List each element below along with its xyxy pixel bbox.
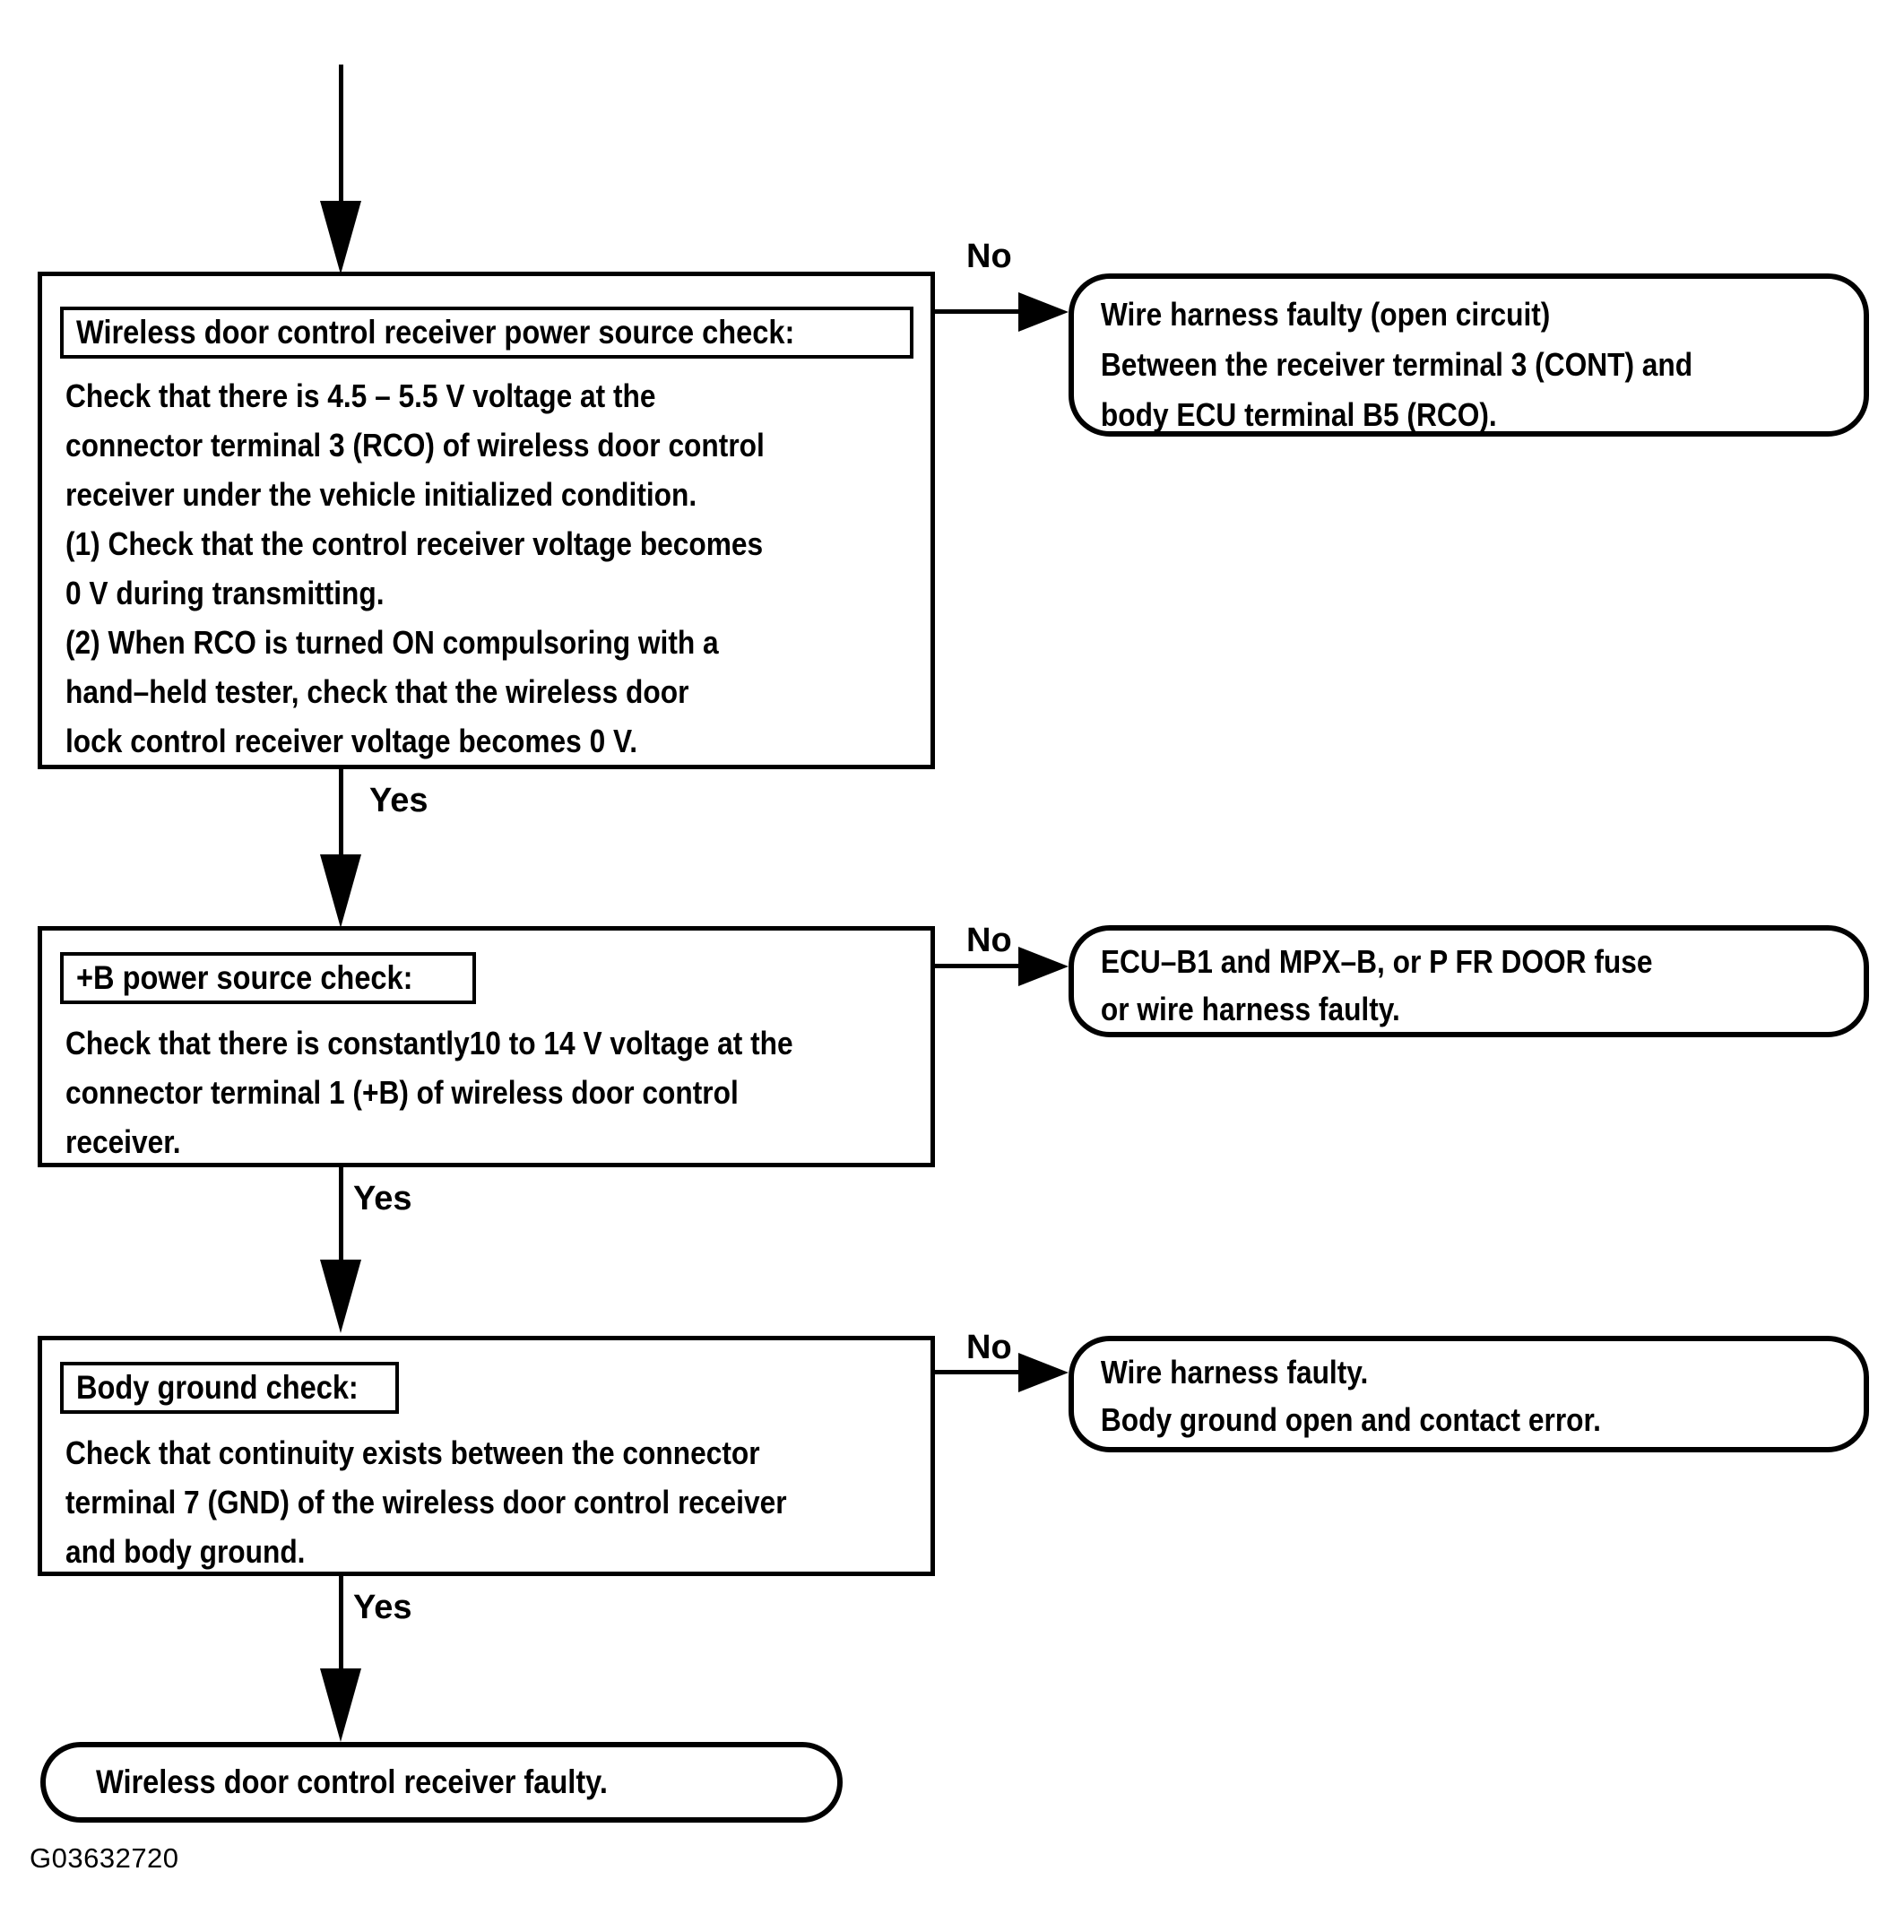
step1-description: Check that there is 4.5 – 5.5 V voltage … xyxy=(65,371,765,766)
arrow-down-icon xyxy=(320,1668,361,1742)
step3-title-box: Body ground check: xyxy=(60,1362,399,1414)
step3-line: and body ground. xyxy=(65,1533,306,1570)
step3-title: Body ground check: xyxy=(76,1369,359,1406)
arrow-down-icon xyxy=(320,854,361,928)
step2-box: +B power source check: Check that there … xyxy=(38,926,935,1167)
connector-line xyxy=(935,964,1025,968)
arrow-right-icon xyxy=(1018,947,1069,986)
step2-line: receiver. xyxy=(65,1123,181,1160)
arrow-down-icon xyxy=(320,201,361,274)
no-label: No xyxy=(966,922,1012,959)
step1-no-result-box: Wire harness faulty (open circuit) Betwe… xyxy=(1069,273,1869,437)
step2-description: Check that there is constantly10 to 14 V… xyxy=(65,1018,793,1166)
step1-line: (1) Check that the control receiver volt… xyxy=(65,525,764,562)
result-line: body ECU terminal B5 (RCO). xyxy=(1100,396,1497,433)
step3-description: Check that continuity exists between the… xyxy=(65,1428,787,1576)
step1-line: 0 V during transmitting. xyxy=(65,575,385,611)
connector-line xyxy=(339,769,343,859)
connector-line xyxy=(339,1576,343,1673)
yes-label: Yes xyxy=(369,782,428,819)
step1-line: hand–held tester, check that the wireles… xyxy=(65,673,689,710)
step3-no-result-box: Wire harness faulty. Body ground open an… xyxy=(1069,1336,1869,1452)
arrow-right-icon xyxy=(1018,1353,1069,1392)
yes-label: Yes xyxy=(353,1180,412,1217)
step2-title: +B power source check: xyxy=(76,959,413,996)
step3-line: Check that continuity exists between the… xyxy=(65,1434,760,1471)
entry-connector-line xyxy=(339,65,343,206)
result-line: Wire harness faulty. xyxy=(1100,1354,1369,1391)
no-label: No xyxy=(966,1329,1012,1366)
step1-title-box: Wireless door control receiver power sou… xyxy=(60,307,913,359)
step1-title: Wireless door control receiver power sou… xyxy=(76,314,795,351)
result-line: or wire harness faulty. xyxy=(1100,991,1400,1027)
step1-line: lock control receiver voltage becomes 0 … xyxy=(65,723,638,759)
result-line: Between the receiver terminal 3 (CONT) a… xyxy=(1100,346,1693,383)
yes-label: Yes xyxy=(353,1589,412,1626)
result-line: Wire harness faulty (open circuit) xyxy=(1100,296,1551,333)
step2-title-box: +B power source check: xyxy=(60,952,476,1004)
connector-line xyxy=(935,1370,1025,1374)
step2-no-result-box: ECU–B1 and MPX–B, or P FR DOOR fuse or w… xyxy=(1069,925,1869,1037)
arrow-right-icon xyxy=(1018,292,1069,332)
step1-box: Wireless door control receiver power sou… xyxy=(38,272,935,769)
end-result-box: Wireless door control receiver faulty. xyxy=(40,1742,843,1823)
step1-line: Check that there is 4.5 – 5.5 V voltage … xyxy=(65,377,656,414)
end-result-text: Wireless door control receiver faulty. xyxy=(96,1763,608,1800)
result-line: ECU–B1 and MPX–B, or P FR DOOR fuse xyxy=(1100,943,1653,980)
connector-line xyxy=(935,309,1025,314)
step1-line: connector terminal 3 (RCO) of wireless d… xyxy=(65,427,765,464)
step1-line: (2) When RCO is turned ON compulsoring w… xyxy=(65,624,719,661)
connector-line xyxy=(339,1167,343,1264)
result-line: Body ground open and contact error. xyxy=(1100,1401,1601,1438)
step3-box: Body ground check: Check that continuity… xyxy=(38,1336,935,1576)
step1-line: receiver under the vehicle initialized c… xyxy=(65,476,697,513)
figure-code: G03632720 xyxy=(30,1842,179,1874)
step2-line: connector terminal 1 (+B) of wireless do… xyxy=(65,1074,739,1111)
step3-line: terminal 7 (GND) of the wireless door co… xyxy=(65,1484,787,1520)
no-label: No xyxy=(966,238,1012,275)
step2-line: Check that there is constantly10 to 14 V… xyxy=(65,1025,793,1061)
arrow-down-icon xyxy=(320,1260,361,1333)
